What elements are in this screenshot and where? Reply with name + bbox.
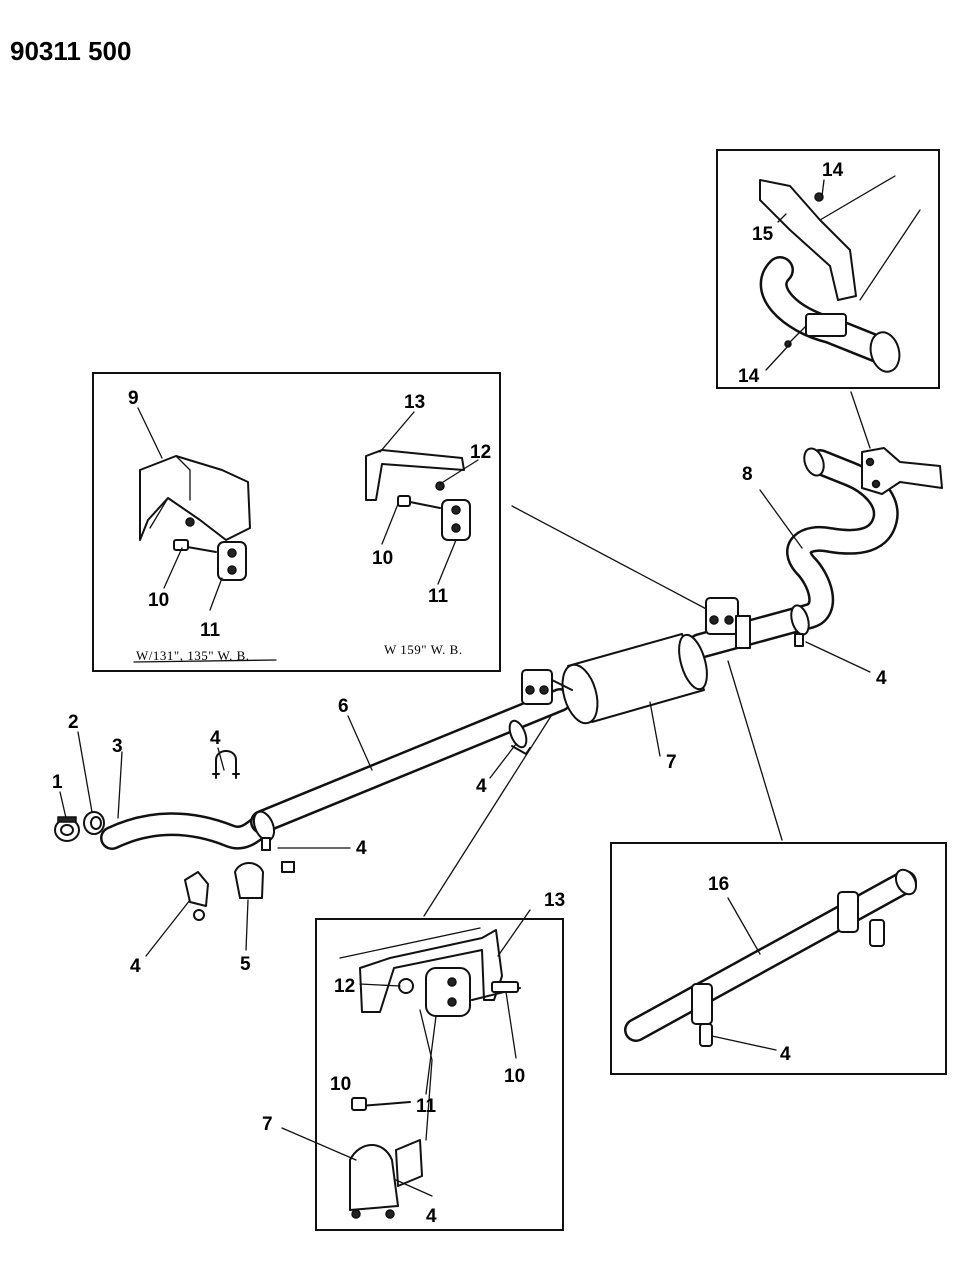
callout-16: 16 bbox=[708, 874, 729, 895]
hanger-bracket-9-drawing bbox=[139, 455, 251, 541]
callout-4-extension: 4 bbox=[780, 1044, 791, 1065]
callout-11-left: 11 bbox=[200, 620, 221, 641]
exhaust-pipe bbox=[100, 808, 280, 850]
intermediate-pipe bbox=[250, 688, 572, 834]
callout-10-bottom-left: 10 bbox=[330, 1074, 351, 1095]
inset-extension-pipe bbox=[610, 842, 947, 1075]
document-number: 90311 500 bbox=[10, 36, 131, 66]
clamp-saddle-part-4 bbox=[184, 871, 209, 921]
tailpipe-clamp bbox=[790, 604, 810, 647]
callout-leaders bbox=[59, 179, 871, 1197]
callout-12-top: 12 bbox=[470, 442, 491, 463]
callout-5: 5 bbox=[240, 954, 251, 975]
callout-10-bottom-right: 10 bbox=[504, 1066, 525, 1087]
inset-muffler-hanger-detail bbox=[315, 918, 564, 1231]
inset-tailpipe-hanger bbox=[716, 149, 940, 389]
callout-4-detail: 4 bbox=[426, 1206, 437, 1227]
inset-connector-lines bbox=[423, 391, 871, 917]
intermediate-pipe-clamp bbox=[508, 719, 531, 755]
callout-10-left: 10 bbox=[148, 590, 169, 611]
callout-3: 3 bbox=[112, 736, 123, 757]
hanger-bracket-13-drawing bbox=[365, 449, 465, 501]
muffler-front-hanger bbox=[521, 669, 573, 705]
hanger-detail-drawing bbox=[339, 927, 521, 1219]
inset-muffler-hangers bbox=[92, 372, 501, 672]
wheelbase-note-left: W/131", 135" W. B. bbox=[136, 648, 250, 663]
insulator-left-drawing bbox=[173, 539, 247, 581]
callout-4-u-bolt: 4 bbox=[210, 728, 221, 749]
callout-7-muffler: 7 bbox=[666, 752, 677, 773]
callout-9: 9 bbox=[128, 388, 139, 409]
callout-6: 6 bbox=[338, 696, 349, 717]
extension-pipe-drawing bbox=[624, 868, 918, 1047]
callout-13-top: 13 bbox=[404, 392, 425, 413]
tailpipe bbox=[687, 447, 899, 659]
callout-labels: 1 2 3 4 6 4 4 7 8 4 4 5 14 15 14 9 10 11… bbox=[52, 160, 887, 1227]
tailpipe-hanger-drawing bbox=[759, 175, 921, 373]
callout-11-right: 11 bbox=[428, 586, 449, 607]
callout-15: 15 bbox=[752, 224, 774, 245]
callout-4-pipe-clamp: 4 bbox=[476, 776, 487, 797]
callout-10-right: 10 bbox=[372, 548, 393, 569]
clamp-front-joint bbox=[252, 810, 276, 851]
muffler bbox=[561, 633, 708, 725]
callout-14-bottom: 14 bbox=[738, 366, 760, 387]
callout-1: 1 bbox=[52, 772, 63, 793]
wheelbase-note-right: W 159" W. B. bbox=[384, 642, 463, 657]
callout-13-bottom: 13 bbox=[544, 890, 565, 911]
callout-12-bottom: 12 bbox=[334, 976, 355, 997]
callout-8: 8 bbox=[742, 464, 753, 485]
callout-4-tailpipe-clamp: 4 bbox=[876, 668, 887, 689]
clamp-part-5 bbox=[234, 861, 295, 899]
u-bolt bbox=[212, 750, 240, 779]
callout-4-saddle: 4 bbox=[130, 956, 141, 977]
tailpipe-end-hanger bbox=[861, 447, 943, 495]
muffler-rear-hanger bbox=[705, 597, 751, 649]
gasket-part-2 bbox=[83, 811, 105, 835]
clamp-part-1 bbox=[54, 816, 80, 842]
callout-14-top: 14 bbox=[822, 160, 844, 181]
callout-4-front-clamp: 4 bbox=[356, 838, 367, 859]
wheelbase-note-underline bbox=[133, 659, 277, 663]
callout-2: 2 bbox=[68, 712, 79, 733]
callout-11-bottom: 11 bbox=[416, 1096, 437, 1117]
callout-7-detail: 7 bbox=[262, 1114, 273, 1135]
insulator-right-drawing bbox=[397, 495, 471, 541]
